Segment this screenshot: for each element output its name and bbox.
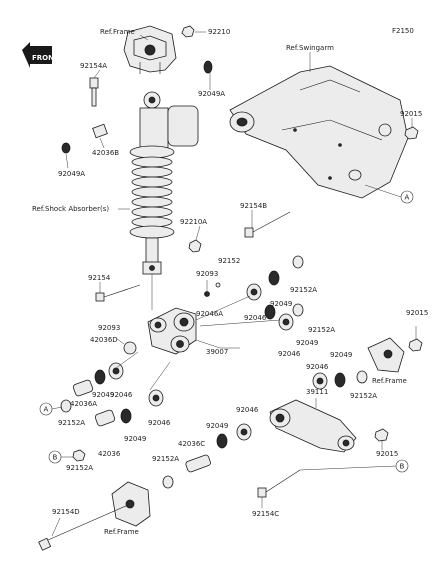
seal-92049-mid (264, 304, 276, 320)
ref-shock: Ref.Shock Absorber(s) (32, 205, 109, 213)
collar-42036D (123, 341, 137, 355)
nut-92015-right (408, 338, 423, 352)
label-92152A-6: 92152A (152, 455, 179, 463)
marker-b-right-label: B (400, 463, 405, 471)
label-92152: 92152 (218, 257, 240, 265)
nut-92152A-left (72, 449, 86, 462)
seal-92049-left (94, 369, 106, 385)
label-92154: 92154 (88, 274, 111, 282)
bearing-92046-mid (278, 313, 294, 331)
washer-92152A-5 (162, 475, 174, 489)
front-arrow-icon: FRONT (22, 42, 59, 68)
link-plate-39007 (147, 307, 197, 355)
washer-92049A-top (203, 60, 213, 74)
marker-a-right-label: A (405, 194, 410, 202)
label-ref-frame-right: Ref.Frame (372, 377, 407, 385)
label-92152A-5: 92152A (66, 464, 93, 472)
label-42036: 42036 (98, 450, 121, 458)
washer-92152A-2 (292, 303, 304, 317)
label-92152A-1: 92152A (290, 286, 317, 294)
bearing-92046-left (108, 362, 124, 380)
label-92049-2: 92049 (296, 339, 318, 347)
label-39007: 39007 (206, 348, 228, 356)
label-92046-2: 92046 (278, 350, 301, 358)
label-92049-3: 92049 (330, 351, 352, 359)
label-92015-top: 92015 (400, 110, 422, 118)
collar-42036C (185, 454, 211, 473)
label-92210A: 92210A (180, 218, 207, 226)
washer-92049A-left (61, 142, 71, 154)
ref-frame-top: Ref.Frame (100, 28, 135, 36)
bolt-92154A (89, 77, 99, 107)
bearing-92046-lower (148, 389, 164, 407)
ref-swingarm: Ref.Swingarm (286, 44, 334, 52)
bolt-92154 (95, 284, 141, 302)
label-92049-1: 92049 (270, 300, 292, 308)
marker-b-left-label: B (53, 454, 58, 462)
label-92093-top: 92093 (196, 270, 218, 278)
label-42036A: 42036A (70, 400, 97, 408)
washer-92152A-left (60, 399, 72, 413)
washer-92152A-1 (292, 255, 304, 269)
label-92049A-left: 92049A (58, 170, 85, 178)
nut-92015-top (404, 126, 419, 140)
ref-frame-bottom: Ref.Frame (104, 528, 139, 536)
label-92015-right: 92015 (406, 309, 428, 317)
label-42036D: 42036D (90, 336, 118, 344)
washer-92152A-3 (356, 370, 368, 384)
label-92046-3: 92046 (306, 363, 329, 371)
swingarm (229, 65, 409, 199)
label-92154A: 92154A (80, 62, 107, 70)
label-92049-5: 92049 (124, 435, 146, 443)
label-92015-bottom: 92015 (376, 450, 398, 458)
front-label: FRONT (32, 54, 59, 62)
label-92046-4: 92046 (110, 391, 133, 399)
label-92049-4: 92049 (92, 391, 114, 399)
collar-42036A (72, 379, 94, 397)
bolt-92154D (38, 504, 129, 551)
bolt-92154C (257, 469, 301, 498)
washer-92093-top (204, 291, 210, 297)
label-92046-5: 92046 (148, 419, 171, 427)
collar-42036B (92, 123, 108, 139)
frame-top-bracket (123, 25, 177, 74)
label-42036B: 42036B (92, 149, 119, 157)
label-92152A-2: 92152A (308, 326, 335, 334)
label-92046-6: 92046 (236, 406, 259, 414)
diagram-code: F2150 (392, 27, 414, 35)
label-92152A-3: 92152A (350, 392, 377, 400)
bearing-92046-top (246, 283, 262, 301)
frame-bottom-bracket (111, 481, 151, 527)
seal-92049-right (334, 372, 346, 388)
bolt-92154B (244, 211, 291, 238)
label-92093-mid: 92093 (98, 324, 120, 332)
label-92154C: 92154C (252, 510, 279, 518)
label-92049A-top: 92049A (198, 90, 225, 98)
nut-92210 (181, 25, 195, 38)
nut-92015-bottom (374, 428, 389, 442)
seal-92049-top (268, 270, 280, 286)
tie-rod-39111 (269, 399, 357, 453)
label-92210: 92210 (208, 28, 230, 36)
label-92049-6: 92049 (206, 422, 228, 430)
marker-a-left-label: A (44, 406, 49, 414)
shock-spring (129, 145, 175, 239)
shock-absorber (129, 91, 199, 275)
label-92154D: 92154D (52, 508, 80, 516)
label-42036C: 42036C (178, 440, 205, 448)
bearing-92046-right (312, 372, 328, 390)
frame-right-bracket (367, 337, 405, 373)
bearing-92046-tierod (236, 423, 252, 441)
seal-92049-tierod (216, 433, 228, 449)
nut-92210A (188, 239, 202, 253)
label-92046-1: 92046 (244, 314, 267, 322)
collar-42036 (94, 409, 116, 427)
seal-92049-lower (120, 408, 132, 424)
label-92152A-4: 92152A (58, 419, 85, 427)
label-92154B: 92154B (240, 202, 267, 210)
label-92046A: 92046A (196, 310, 223, 318)
label-39111: 39111 (306, 388, 328, 396)
washer-92152-small (215, 282, 221, 288)
